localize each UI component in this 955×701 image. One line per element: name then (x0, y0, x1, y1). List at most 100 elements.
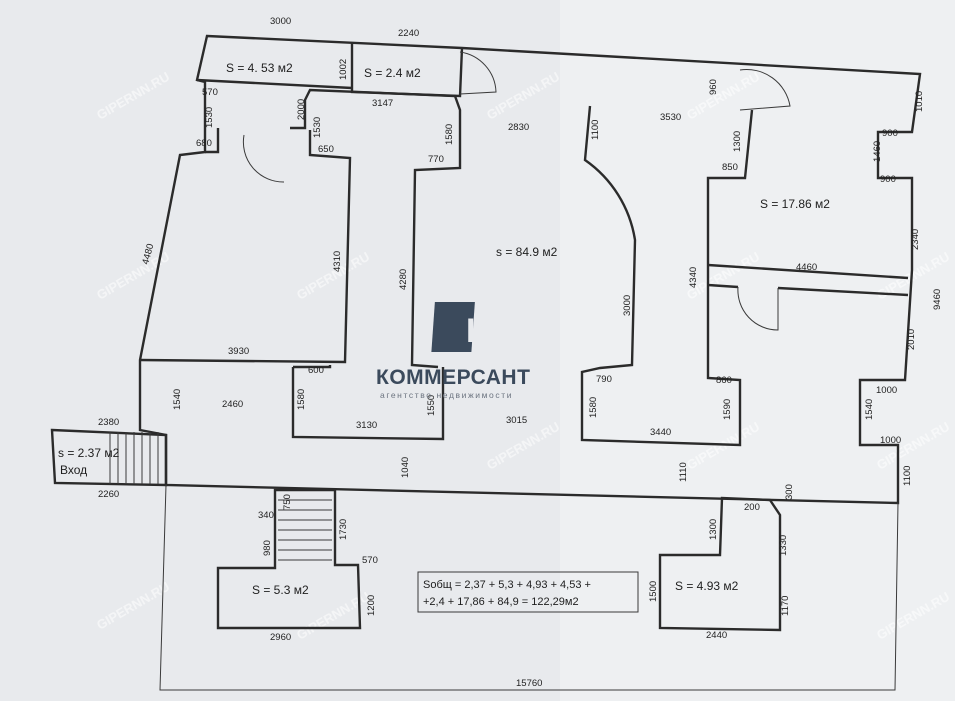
dim-label: 4280 (398, 269, 409, 290)
dim-label: 4340 (688, 267, 699, 288)
dim-label: 2960 (270, 632, 291, 643)
door-swing (739, 69, 791, 111)
dim-label: 3000 (270, 16, 291, 27)
dim-label: 2440 (706, 630, 727, 641)
dim-label: 1110 (678, 462, 689, 482)
dim-label: 2340 (910, 229, 921, 250)
room-label: S = 17.86 м2 (760, 197, 830, 211)
total-area-line2: +2,4 + 17,86 + 84,9 = 122,29м2 (423, 596, 579, 608)
basement-room (216, 488, 362, 630)
dim-label: 4310 (332, 251, 343, 272)
dim-label: 2380 (98, 417, 119, 428)
dim-label: 2010 (906, 329, 917, 350)
dim-label: 790 (596, 374, 612, 385)
dim-label: 3930 (228, 346, 249, 357)
logo-subtitle: агентство недвижимости (380, 390, 513, 400)
dim-label: 4460 (796, 262, 817, 273)
room-label: S = 4.93 м2 (675, 579, 739, 593)
room-wall (291, 365, 445, 441)
dim-label: 1300 (708, 519, 719, 540)
total-area-line1: Sобщ = 2,37 + 5,3 + 4,93 + 4,53 + (423, 579, 591, 591)
dim-label: 1580 (588, 397, 599, 418)
dim-label: 650 (318, 144, 334, 155)
total-area-box (417, 571, 639, 613)
dim-label: 1010 (914, 91, 925, 112)
room-label: s = 2.37 м2 (58, 446, 120, 460)
dim-label: 1460 (872, 141, 883, 162)
room-wall (580, 105, 754, 447)
basement-room (658, 496, 782, 632)
dim-label: 200 (744, 502, 760, 513)
room-wall (139, 130, 352, 364)
dim-label: 1540 (864, 399, 875, 420)
dim-label: 1100 (590, 120, 601, 140)
room-label: S = 5.3 м2 (252, 583, 309, 597)
door-swing (242, 134, 285, 183)
dim-label: 1540 (172, 389, 183, 410)
dim-label: 1002 (338, 59, 349, 80)
dim-label: 1000 (876, 385, 897, 396)
dim-label: 1530 (204, 107, 215, 128)
dim-label: 1550 (426, 395, 437, 416)
dim-label: 1530 (312, 117, 323, 138)
dim-label: 570 (362, 555, 378, 566)
dim-label: 860 (716, 375, 732, 386)
dim-label: 3130 (356, 420, 377, 431)
dim-label: 15760 (516, 678, 542, 689)
dim-label: 2260 (98, 489, 119, 500)
dim-label: 3015 (506, 415, 527, 426)
dim-label: 1730 (338, 519, 349, 540)
basement-stairs (278, 499, 332, 561)
dim-label: 1500 (648, 581, 659, 602)
dim-label: 750 (282, 494, 293, 510)
dim-label: 1330 (778, 535, 789, 556)
dim-label: 960 (708, 79, 719, 95)
dim-label: 300 (784, 484, 795, 500)
dim-label: 900 (880, 174, 896, 185)
dim-label: 980 (262, 540, 273, 556)
dim-label: 3000 (622, 295, 633, 316)
dim-label: 1590 (722, 399, 733, 420)
dim-label: 1000 (880, 435, 901, 446)
room-wall (707, 263, 909, 297)
dim-label: 2240 (398, 28, 419, 39)
dim-label: 1580 (444, 124, 455, 145)
dim-label: 340 (258, 510, 274, 521)
logo-name: КОММЕРСАНТ (376, 366, 530, 389)
dim-label: 3147 (372, 98, 393, 109)
dimension-labels: 3000 2240 570 3147 680 650 770 2830 3530… (98, 16, 943, 689)
dim-label: 1200 (366, 595, 377, 616)
dim-label: 2830 (508, 122, 529, 133)
logo-mark (431, 302, 475, 352)
dim-label: 900 (882, 128, 898, 139)
room-label: S = 4. 53 м2 (226, 61, 293, 75)
room-label: Вход (60, 463, 87, 477)
dim-label: 3530 (660, 112, 681, 123)
door-swing (459, 51, 497, 95)
dim-label: 4480 (140, 243, 156, 266)
room-label: s = 84.9 м2 (496, 245, 558, 259)
dim-label: 3440 (650, 427, 671, 438)
logo-glyph: K (466, 312, 491, 350)
dim-label: 1040 (400, 457, 411, 478)
entrance-stairs (109, 432, 159, 484)
dim-label: 9460 (932, 289, 943, 310)
dim-label: 1170 (780, 596, 791, 616)
dim-label: 570 (202, 87, 218, 98)
dim-label: 680 (196, 138, 212, 149)
door-swing (737, 286, 779, 331)
dim-label: 850 (722, 162, 738, 173)
dim-label: 770 (428, 154, 444, 165)
dim-label: 1580 (296, 389, 307, 410)
dim-label: 2000 (296, 99, 307, 120)
dim-label: 1300 (732, 131, 743, 152)
dim-label: 2460 (222, 399, 243, 410)
room-wall (205, 88, 462, 369)
room-label: S = 2.4 м2 (364, 66, 421, 80)
dim-label: 600 (308, 365, 324, 376)
paper-glare (560, 0, 955, 701)
dim-label: 1100 (902, 466, 913, 486)
company-logo: K КОММЕРСАНТ агентство недвижимости (376, 302, 530, 400)
building-outline (138, 34, 922, 505)
